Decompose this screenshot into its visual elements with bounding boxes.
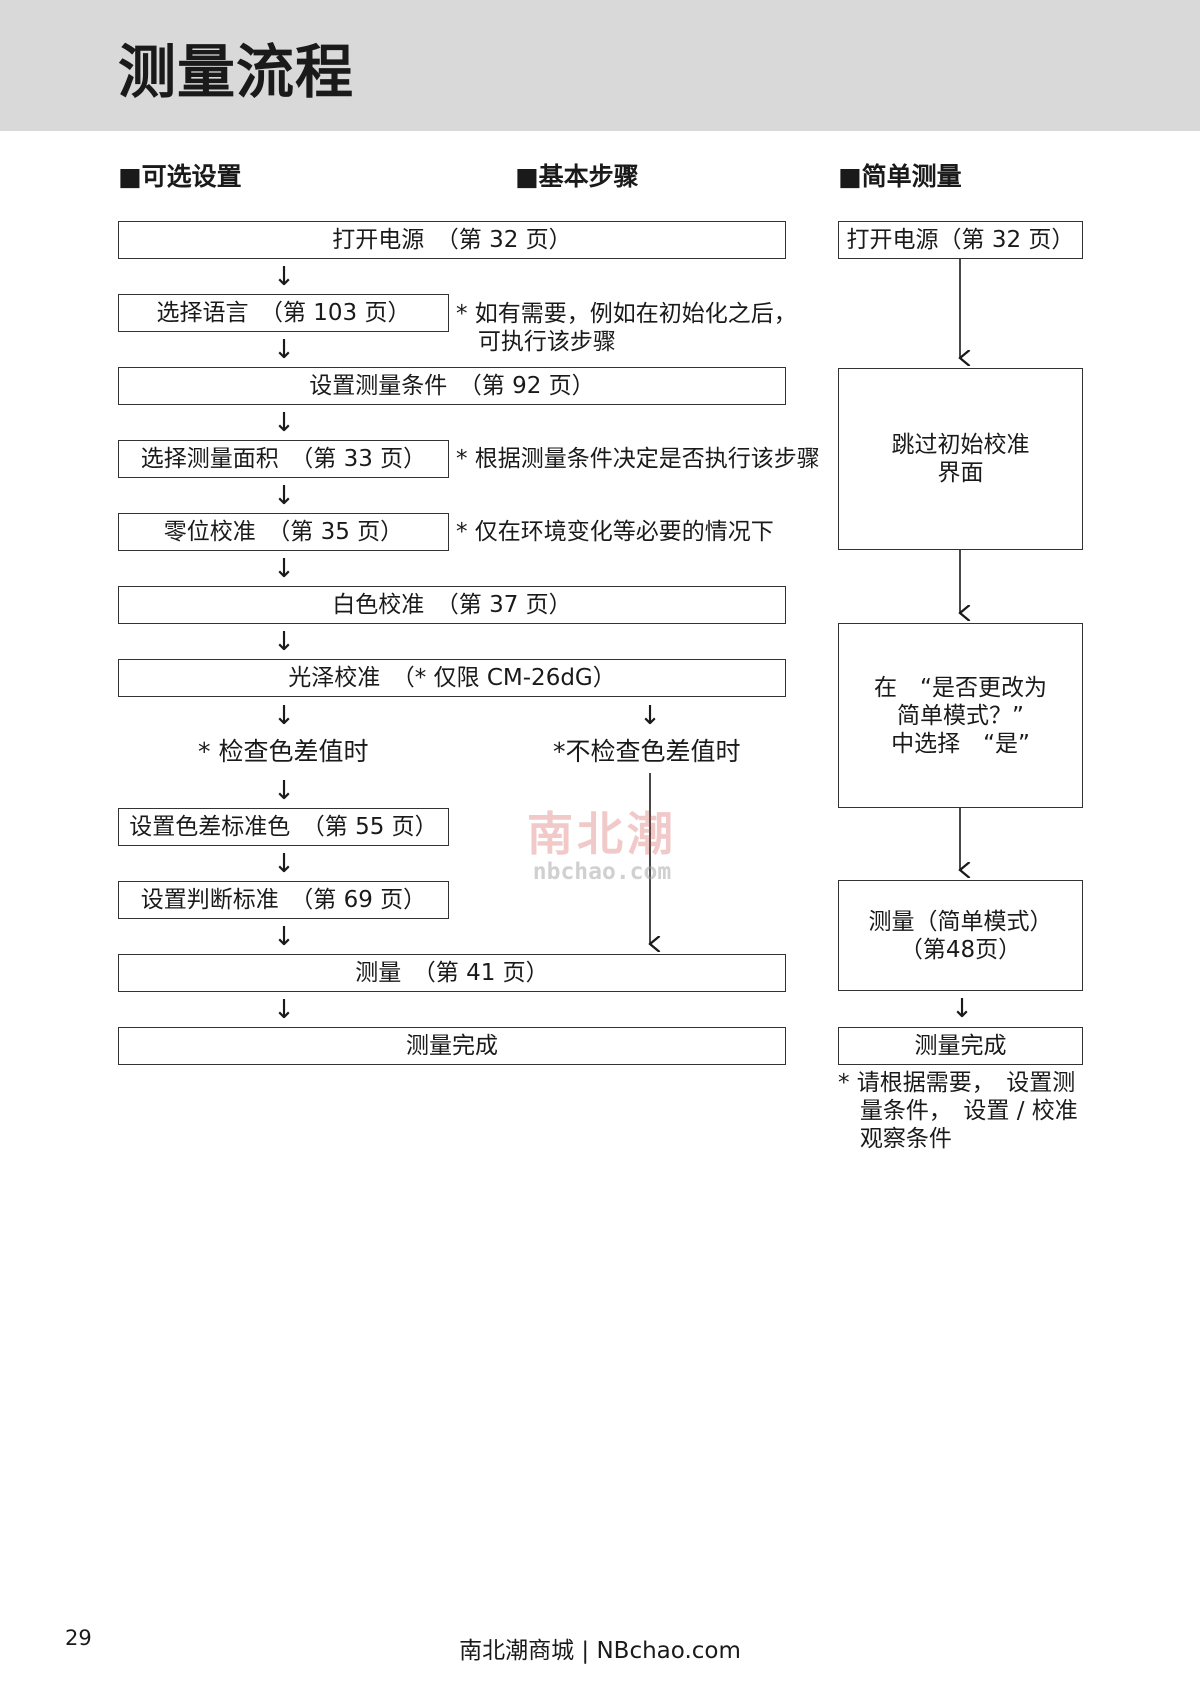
step-complete: 测量完成 [118,1027,786,1065]
down-arrow-icon: ↓ [273,481,295,511]
simple-select-yes-label: 在 “是否更改为 简单模式？” 中选择 “是” [874,674,1047,757]
step-power-on-label: 打开电源 （第 32 页） [332,227,572,253]
down-arrow-icon: ↓ [273,408,295,438]
simple-measure-label: 测量（简单模式） （第48页） [868,908,1053,963]
down-arrow-icon: ↓ [273,262,295,292]
down-arrow-icon: ↓ [273,627,295,657]
watermark: 南北潮 nbchao.com [517,808,687,884]
step-measure: 测量 （第 41 页） [118,954,786,992]
down-arrow-icon: ↓ [273,335,295,365]
simple-complete-label: 测量完成 [914,1033,1007,1059]
step-set-tolerance-label: 设置判断标准 （第 69 页） [140,887,427,913]
down-arrow-icon: ↓ [273,701,295,731]
note-select-area: * 根据测量条件决定是否执行该步骤 [456,446,820,472]
footer-text: 南北潮商城 | NBchao.com [459,1638,741,1664]
step-select-language-label: 选择语言 （第 103 页） [156,300,411,326]
section-basic-heading: ■基本步骤 [515,162,639,191]
step-select-area-label: 选择测量面积 （第 33 页） [140,446,427,472]
branch-no-check-label: *不检查色差值时 [553,737,741,766]
section-simple-heading: ■简单测量 [838,162,962,191]
simple-note: * 请根据需要， 设置测 量条件， 设置 / 校准 观察条件 [838,1070,1078,1152]
step-zero-calibration: 零位校准 （第 35 页） [118,513,449,551]
simple-power-on: 打开电源（第 32 页） [838,221,1083,259]
note-select-language: * 如有需要，例如在初始化之后， 可执行该步骤 [456,301,797,355]
watermark-en: nbchao.com [532,859,672,885]
simple-skip-calibration: 跳过初始校准 界面 [838,368,1083,550]
simple-skip-calibration-label: 跳过初始校准 界面 [891,432,1030,486]
step-zero-calibration-label: 零位校准 （第 35 页） [163,519,404,545]
header-band [0,0,1200,131]
step-select-language: 选择语言 （第 103 页） [118,294,449,332]
down-arrow-icon: ↓ [951,994,973,1024]
simple-power-on-label: 打开电源（第 32 页） [846,227,1075,253]
step-measure-label: 测量 （第 41 页） [355,960,549,986]
note-zero-calibration: * 仅在环境变化等必要的情况下 [456,519,774,545]
branch-check-label: * 检查色差值时 [198,737,369,766]
step-set-conditions: 设置测量条件 （第 92 页） [118,367,786,405]
step-white-calibration-label: 白色校准 （第 37 页） [332,592,572,618]
page-number: 29 [65,1626,92,1650]
step-complete-label: 测量完成 [406,1033,498,1059]
down-arrow-icon: ↓ [273,922,295,952]
simple-complete: 测量完成 [838,1027,1083,1065]
step-white-calibration: 白色校准 （第 37 页） [118,586,786,624]
step-gloss-calibration-label: 光泽校准 （* 仅限 CM-26dG） [288,665,616,691]
step-gloss-calibration: 光泽校准 （* 仅限 CM-26dG） [118,659,786,697]
page-title: 测量流程 [118,38,355,106]
step-set-conditions-label: 设置测量条件 （第 92 页） [309,373,595,399]
step-set-tolerance: 设置判断标准 （第 69 页） [118,881,449,919]
down-arrow-icon: ↓ [273,554,295,584]
simple-measure: 测量（简单模式） （第48页） [838,880,1083,991]
section-optional-heading: ■可选设置 [118,162,242,191]
simple-select-yes: 在 “是否更改为 简单模式？” 中选择 “是” [838,623,1083,808]
step-set-target-label: 设置色差标准色 （第 55 页） [129,814,438,840]
step-set-target: 设置色差标准色 （第 55 页） [118,808,449,846]
down-arrow-icon: ↓ [273,995,295,1025]
step-select-area: 选择测量面积 （第 33 页） [118,440,449,478]
down-arrow-icon: ↓ [273,776,295,806]
down-arrow-icon: ↓ [639,701,661,731]
step-power-on: 打开电源 （第 32 页） [118,221,786,259]
down-arrow-icon: ↓ [273,849,295,879]
watermark-cn: 南北潮 [527,807,677,861]
